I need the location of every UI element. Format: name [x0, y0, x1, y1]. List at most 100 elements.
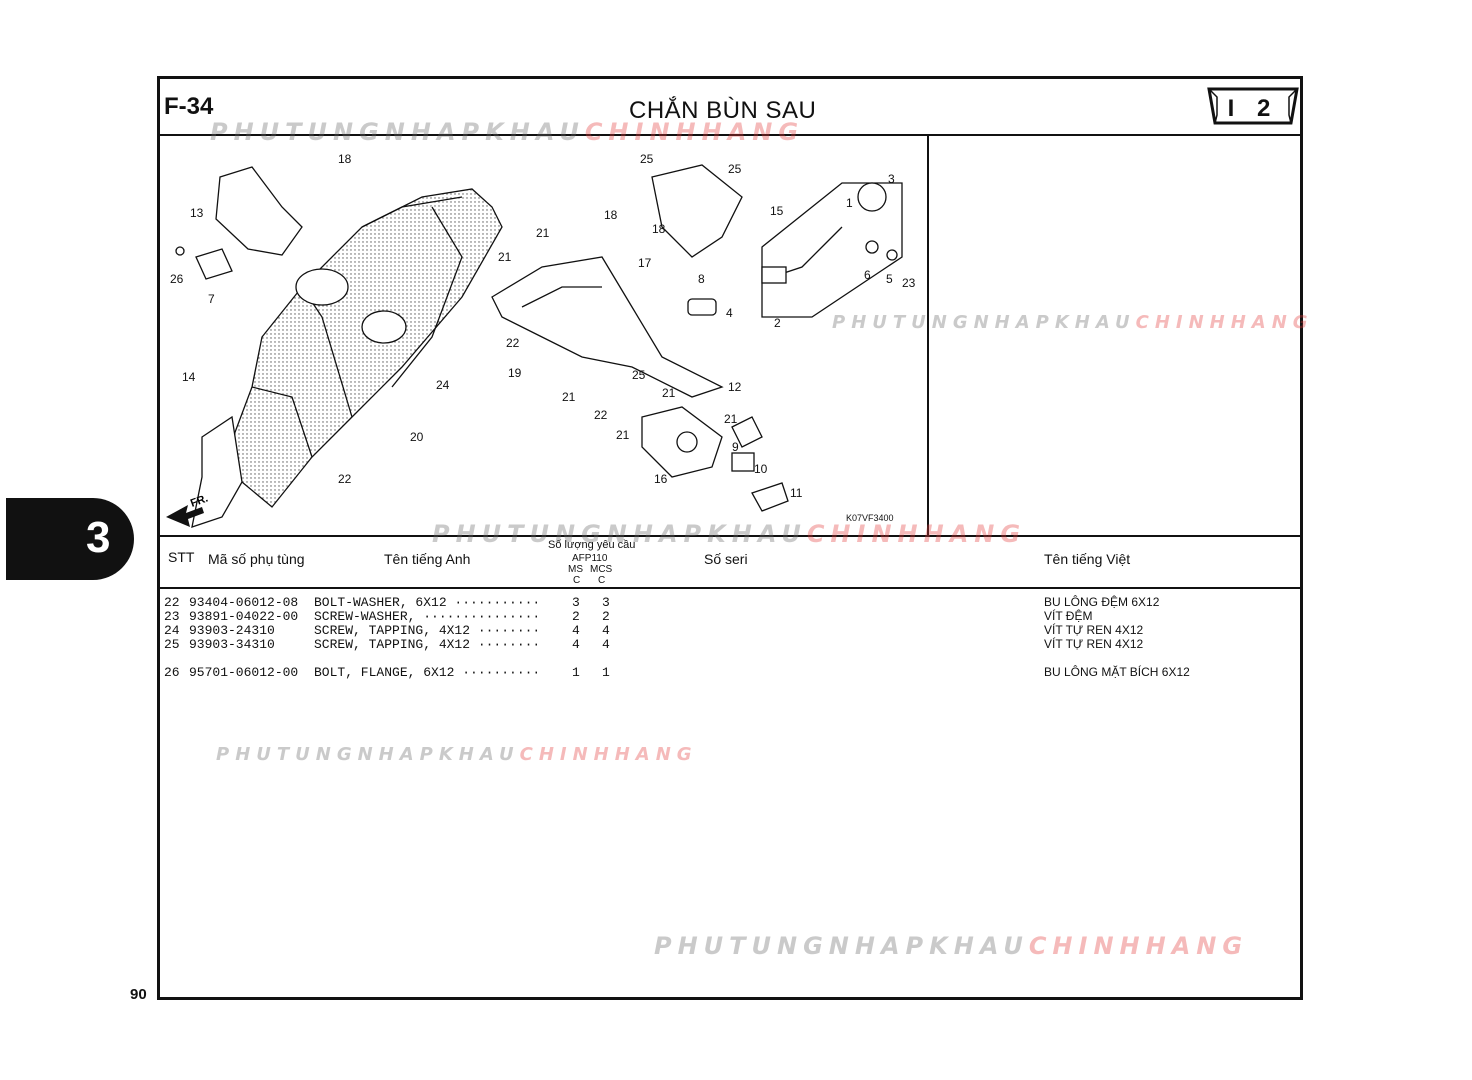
svg-text:1: 1	[846, 196, 853, 210]
table-row: 24 93903-24310 SCREW, TAPPING, 4X12 ····…	[164, 623, 1143, 638]
row-english: BOLT, FLANGE, 6X12 ··········	[314, 665, 541, 680]
row-part-no: 93903-24310	[189, 623, 275, 638]
row-vietnamese: VÍT TỰ REN 4X12	[1044, 623, 1144, 637]
row-part-no: 93903-34310	[189, 637, 275, 652]
row-part-no: 93404-06012-08	[189, 595, 299, 610]
watermark: PHUTUNGNHAPKHAUCHINHHANG	[216, 744, 698, 765]
row-part-no: 95701-06012-00	[189, 665, 299, 680]
svg-text:24: 24	[436, 378, 450, 392]
svg-text:11: 11	[790, 486, 803, 500]
row-stt: 23	[164, 609, 180, 624]
svg-text:4: 4	[726, 306, 733, 320]
header-serial: Số seri	[704, 551, 748, 567]
table-row: 26 95701-06012-00 BOLT, FLANGE, 6X12 ···…	[164, 665, 1190, 680]
watermark: PHUTUNGNHAPKHAUCHINHHANG	[432, 520, 1027, 548]
svg-text:17: 17	[638, 256, 652, 270]
row-mcs: 3	[602, 595, 610, 610]
header-divider	[160, 134, 1300, 136]
row-vietnamese: VÍT ĐỆM	[1044, 609, 1093, 623]
svg-text:21: 21	[662, 386, 676, 400]
row-english: BOLT-WASHER, 6X12 ···········	[314, 595, 541, 610]
header-part-no: Mã số phụ tùng	[208, 551, 305, 567]
row-english: SCREW, TAPPING, 4X12 ········	[314, 637, 541, 652]
svg-text:19: 19	[508, 366, 522, 380]
row-vietnamese: BU LÔNG ĐỆM 6X12	[1044, 595, 1160, 609]
svg-text:25: 25	[632, 368, 646, 382]
row-ms: 4	[572, 623, 580, 638]
svg-text:21: 21	[724, 412, 738, 426]
catalog-frame: F-34 CHẮN BÙN SAU I 2	[157, 76, 1303, 1000]
table-row: 23 93891-04022-00 SCREW-WASHER, ········…	[164, 609, 1092, 624]
svg-text:22: 22	[338, 472, 352, 486]
exploded-parts-diagram: FR. 13 26 7 14 18 24 20 22 25 25 15 18 1…	[166, 152, 916, 528]
row-ms: 4	[572, 637, 580, 652]
row-mcs: 4	[602, 637, 610, 652]
svg-text:5: 5	[886, 272, 893, 286]
svg-text:12: 12	[728, 380, 742, 394]
svg-text:FR.: FR.	[189, 492, 210, 509]
svg-text:21: 21	[536, 226, 550, 240]
page-number: 90	[130, 986, 147, 1003]
figure-code: F-34	[164, 93, 214, 120]
svg-text:6: 6	[864, 268, 871, 282]
svg-text:22: 22	[506, 336, 520, 350]
svg-text:10: 10	[754, 462, 768, 476]
svg-text:8: 8	[698, 272, 705, 286]
svg-text:25: 25	[728, 162, 742, 176]
chapter-number: 3	[86, 513, 111, 562]
row-english: SCREW, TAPPING, 4X12 ········	[314, 623, 541, 638]
svg-text:25: 25	[640, 152, 654, 166]
header-model: AFP110	[572, 553, 608, 564]
row-ms: 1	[572, 665, 580, 680]
table-top-divider	[160, 535, 1300, 537]
row-mcs: 4	[602, 623, 610, 638]
svg-text:21: 21	[616, 428, 630, 442]
page-title: CHẮN BÙN SAU	[629, 97, 817, 124]
table-row: 22 93404-06012-08 BOLT-WASHER, 6X12 ····…	[164, 595, 1159, 610]
row-ms: 3	[572, 595, 580, 610]
header-c1: C	[573, 575, 581, 586]
diagram-ref: K07VF3400	[846, 513, 894, 523]
watermark: PHUTUNGNHAPKHAUCHINHHANG	[654, 932, 1249, 960]
svg-text:26: 26	[170, 272, 184, 286]
badge-label: I 2	[1227, 95, 1279, 122]
diagram-divider	[927, 135, 929, 537]
svg-text:22: 22	[594, 408, 608, 422]
row-stt: 25	[164, 637, 180, 652]
svg-text:13: 13	[190, 206, 204, 220]
row-mcs: 2	[602, 609, 610, 624]
row-stt: 22	[164, 595, 180, 610]
row-vietnamese: BU LÔNG MẶT BÍCH 6X12	[1044, 665, 1190, 679]
svg-text:15: 15	[770, 204, 784, 218]
front-direction-arrow: FR.	[166, 492, 210, 527]
watermark: PHUTUNGNHAPKHAUCHINHHANG	[832, 312, 1314, 333]
header-qty: Số lượng yêu cầu	[548, 539, 636, 551]
header-english: Tên tiếng Anh	[384, 551, 471, 567]
watermark: PHUTUNGNHAPKHAUCHINHHANG	[210, 118, 805, 146]
table-row: 25 93903-34310 SCREW, TAPPING, 4X12 ····…	[164, 637, 1143, 652]
row-part-no: 93891-04022-00	[189, 609, 299, 624]
svg-text:18: 18	[604, 208, 618, 222]
svg-text:18: 18	[338, 152, 352, 166]
svg-text:16: 16	[654, 472, 668, 486]
svg-text:7: 7	[208, 292, 215, 306]
header-mcs: MCS	[590, 564, 613, 575]
header-stt: STT	[168, 549, 195, 565]
svg-text:20: 20	[410, 430, 424, 444]
svg-text:18: 18	[652, 222, 666, 236]
svg-text:21: 21	[562, 390, 576, 404]
header-c2: C	[598, 575, 606, 586]
header-ms: MS	[568, 564, 583, 575]
svg-text:23: 23	[902, 276, 916, 290]
svg-text:9: 9	[732, 440, 739, 454]
row-stt: 26	[164, 665, 180, 680]
table-header-divider	[160, 587, 1300, 589]
svg-text:21: 21	[498, 250, 512, 264]
row-vietnamese: VÍT TỰ REN 4X12	[1044, 637, 1144, 651]
header-vietnamese: Tên tiếng Việt	[1044, 551, 1131, 567]
chapter-tab	[6, 498, 134, 580]
model-badge: I 2	[1207, 85, 1299, 127]
row-english: SCREW-WASHER, ···············	[314, 609, 541, 624]
row-stt: 24	[164, 623, 180, 638]
svg-text:2: 2	[774, 316, 781, 330]
